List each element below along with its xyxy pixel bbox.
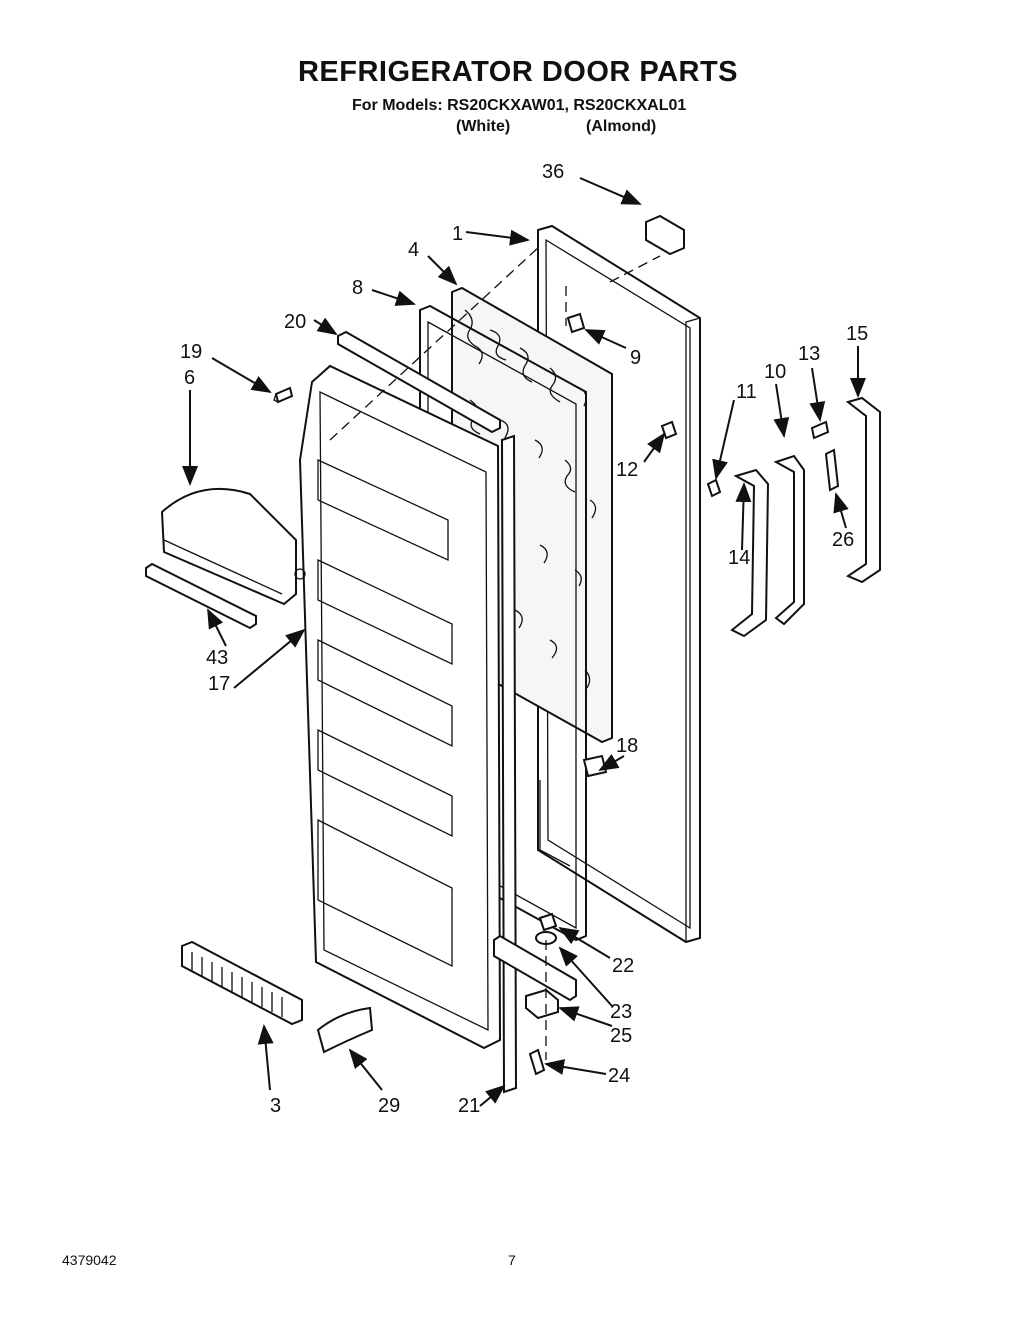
doc-number: 4379042 bbox=[62, 1252, 117, 1268]
callout-1: 1 bbox=[452, 223, 463, 245]
callout-13: 13 bbox=[798, 343, 820, 365]
leader-lines bbox=[182, 177, 866, 1107]
hinge-clip-18 bbox=[582, 754, 608, 778]
callout-4: 4 bbox=[408, 239, 419, 261]
callout-22: 22 bbox=[612, 955, 634, 977]
callout-29: 29 bbox=[378, 1095, 400, 1117]
screw-24 bbox=[528, 1048, 546, 1076]
callout-26: 26 bbox=[832, 529, 854, 551]
callout-12: 12 bbox=[616, 459, 638, 481]
callout-19: 19 bbox=[180, 341, 202, 363]
callout-17: 17 bbox=[208, 673, 230, 695]
callout-11: 11 bbox=[736, 381, 757, 403]
shelf-trim-43 bbox=[145, 562, 257, 630]
callout-15: 15 bbox=[846, 323, 868, 345]
screw-13 bbox=[810, 420, 830, 440]
callout-20: 20 bbox=[284, 311, 306, 333]
callout-3: 3 bbox=[270, 1095, 281, 1117]
callout-36: 36 bbox=[542, 161, 564, 183]
color-almond: (Almond) bbox=[586, 118, 657, 135]
door-stop-9 bbox=[566, 312, 586, 334]
top-trim-strip bbox=[337, 330, 501, 434]
callout-25: 25 bbox=[610, 1025, 632, 1047]
callout-23: 23 bbox=[610, 1001, 632, 1023]
hinge-pin-22 bbox=[538, 912, 558, 932]
callout-9: 9 bbox=[630, 347, 641, 369]
handle-15 bbox=[845, 396, 881, 584]
nameplate bbox=[645, 214, 685, 256]
page-title: REFRIGERATOR DOOR PARTS bbox=[297, 56, 739, 88]
handle-bracket-11 bbox=[706, 478, 722, 498]
callout-8: 8 bbox=[352, 277, 363, 299]
callout-21: 21 bbox=[458, 1095, 480, 1117]
callout-18: 18 bbox=[616, 735, 638, 757]
callout-10: 10 bbox=[764, 361, 786, 383]
callout-43: 43 bbox=[206, 647, 228, 669]
models-line: For Models: RS20CKXAW01, RS20CKXAL01 bbox=[352, 97, 687, 114]
door-shelf-bin bbox=[160, 487, 306, 606]
page-number: 7 bbox=[508, 1252, 516, 1268]
screw-19 bbox=[273, 386, 294, 404]
callout-14: 14 bbox=[728, 547, 750, 569]
callout-6: 6 bbox=[184, 367, 195, 389]
door-liner bbox=[298, 364, 502, 1050]
handle-trim-14 bbox=[730, 468, 770, 638]
clip-26 bbox=[824, 448, 840, 492]
lower-hinge-bracket bbox=[493, 934, 577, 1002]
hinge-cover-25 bbox=[525, 988, 559, 1020]
door-gasket bbox=[500, 434, 518, 1094]
handle-10 bbox=[773, 454, 805, 626]
bottom-grille bbox=[181, 940, 303, 1026]
bracket-29 bbox=[316, 1006, 374, 1054]
color-white: (White) bbox=[456, 118, 511, 135]
callout-24: 24 bbox=[608, 1065, 630, 1087]
